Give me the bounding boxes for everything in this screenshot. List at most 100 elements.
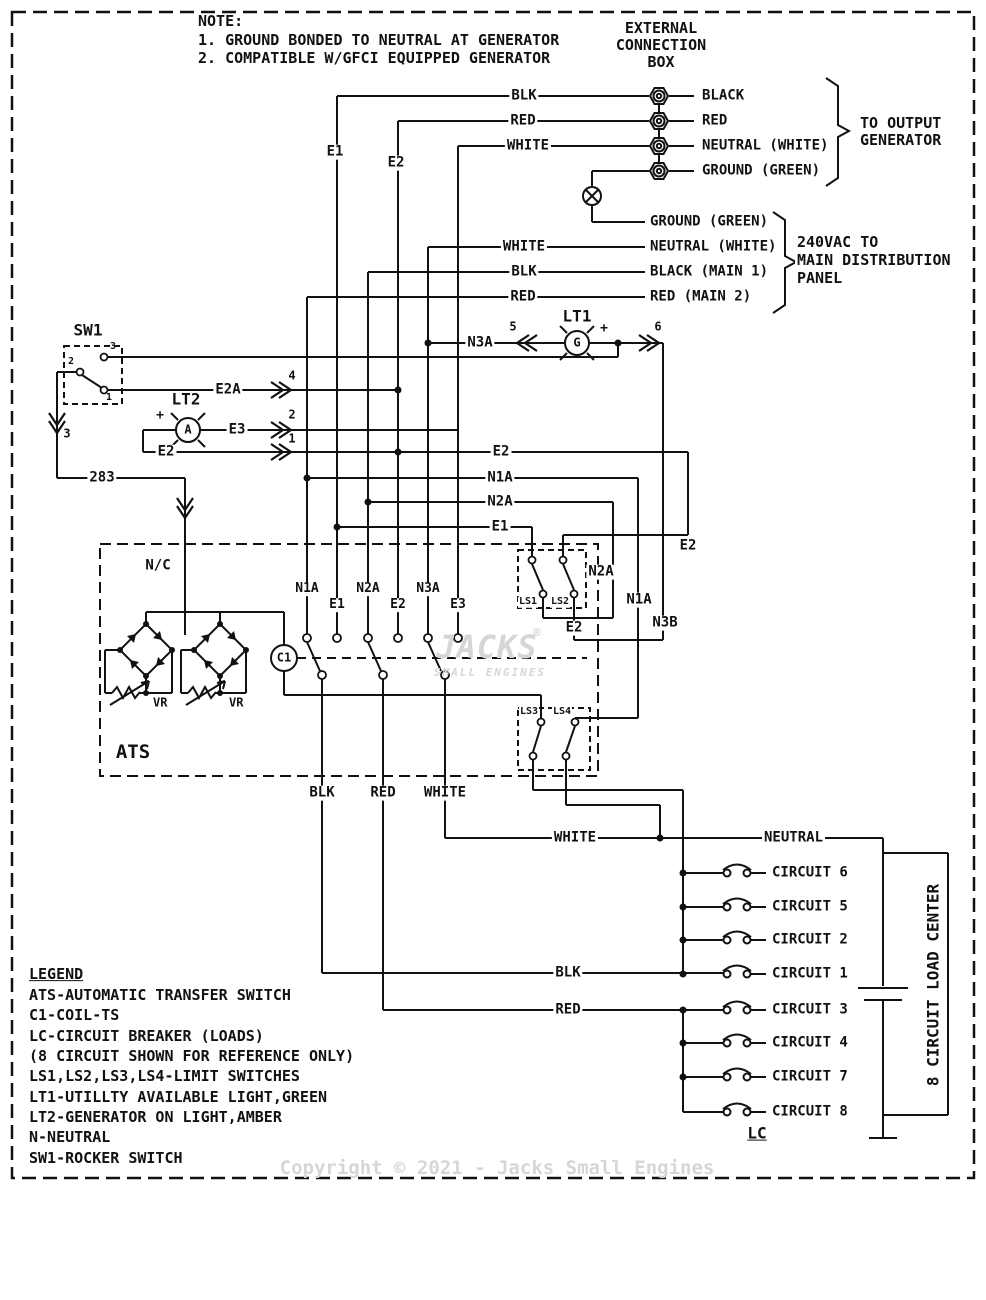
sw1-pin-1: 1 [105, 391, 113, 403]
row-tag-e1: E1 [489, 518, 511, 535]
lt1-plus: + [600, 321, 608, 337]
varistor-vr1 [109, 680, 150, 706]
sw1-pin-2: 2 [67, 355, 75, 367]
ls3-label: LS3 [518, 705, 540, 718]
ls-tag-e2: E2 [563, 619, 585, 636]
varistor-vr2 [185, 680, 226, 706]
arrow-1-number: 1 [288, 431, 296, 446]
contact-tag-n3a: N3A [414, 581, 442, 597]
col-tag-n1a: N1A [624, 591, 654, 608]
panel-terminal-ground: GROUND (GREEN) [648, 213, 771, 230]
wire-runs-bottom [307, 477, 949, 1139]
gen-wire-blk: BLK [509, 87, 539, 104]
circuit-6-label: CIRCUIT 6 [770, 864, 850, 881]
circuit-1-label: CIRCUIT 1 [770, 965, 850, 982]
legend-item-lt1: LT1-UTILLTY AVAILABLE LIGHT,GREEN [27, 1088, 330, 1107]
contact-tag-e3: E3 [448, 597, 468, 613]
legend-item-ls: LS1,LS2,LS3,LS4-LIMIT SWITCHES [27, 1067, 302, 1086]
panel-wire-red: RED [508, 288, 538, 305]
ls2-label: LS2 [549, 595, 571, 608]
bus-tag-e2-top: E2 [385, 154, 407, 171]
legend-item-lc: LC-CIRCUIT BREAKER (LOADS) [27, 1027, 266, 1046]
gen-terminal-ground: GROUND (GREEN) [700, 162, 823, 179]
copyright-watermark: Copyright © 2021 - Jacks Small Engines [279, 1157, 715, 1180]
ls4-label: LS4 [551, 705, 573, 718]
panel-label-3: PANEL [795, 269, 845, 288]
gen-terminal-neutral: NEUTRAL (WHITE) [700, 137, 831, 154]
jacks-logo-sub-watermark: SMALL ENGINES [433, 666, 547, 680]
vr1-label: VR [152, 695, 169, 710]
legend-title: LEGEND [27, 965, 86, 984]
bridge-rectifier-2 [192, 622, 248, 678]
junction-dots [143, 339, 687, 1081]
wire-tag-e3: E3 [226, 421, 248, 438]
gen-wire-white: WHITE [504, 137, 552, 154]
circuit-8-label: CIRCUIT 8 [770, 1103, 850, 1120]
contact-tag-e1: E1 [327, 597, 347, 613]
row-tag-n2a: N2A [485, 493, 515, 510]
arrow-3-number: 3 [63, 426, 71, 441]
circuit-3-label: CIRCUIT 3 [770, 1001, 850, 1018]
external-box-line-1: EXTERNAL [622, 19, 700, 38]
sw1-box [63, 345, 123, 405]
col-tag-n2a: N2A [586, 563, 616, 580]
legend-item-ref: (8 CIRCUIT SHOWN FOR REFERENCE ONLY) [27, 1047, 357, 1066]
sw1-pin-3: 3 [109, 340, 117, 352]
wire-tag-e2-lt2: E2 [155, 443, 177, 460]
circuit-wire-red: RED [553, 1001, 583, 1018]
to-output-generator-1: TO OUTPUT [858, 114, 944, 133]
legend-item-c1: C1-COIL-TS [27, 1006, 122, 1025]
panel-label-1: 240VAC TO [795, 233, 881, 252]
lt1-lamp-icon [559, 325, 595, 361]
bridge-rectifier-1 [118, 622, 174, 678]
external-box-line-2: CONNECTION [613, 36, 709, 55]
ground-bond-icon [582, 186, 602, 206]
lt2-lamp-icon [170, 412, 206, 448]
contact-tag-e2: E2 [388, 597, 408, 613]
note-line-2: 2. COMPATIBLE W/GFCI EQUIPPED GENERATOR [196, 49, 553, 68]
row-tag-n1a: N1A [485, 469, 515, 486]
lt1-label: LT1 [560, 306, 594, 326]
wire-tag-n3a: N3A [465, 334, 495, 351]
jacks-logo-watermark: JACKS [436, 628, 538, 667]
diagram-border [10, 10, 976, 1180]
lt2-lamp-letter: A [184, 422, 192, 437]
external-box-line-3: BOX [645, 53, 677, 72]
sw1-label: SW1 [71, 320, 105, 340]
c1-coil-icon [270, 644, 298, 672]
row-tag-e2: E2 [490, 443, 512, 460]
col-tag-e2: E2 [677, 537, 699, 554]
lt1-arrow-6: 6 [654, 319, 662, 334]
arrow-4-number: 4 [288, 368, 296, 383]
circuit-4-label: CIRCUIT 4 [770, 1034, 850, 1051]
panel-terminal-main2: RED (MAIN 2) [648, 288, 754, 305]
circuit-7-label: CIRCUIT 7 [770, 1068, 850, 1085]
note-title: NOTE: [196, 12, 246, 31]
legend-item-lt2: LT2-GENERATOR ON LIGHT,AMBER [27, 1108, 284, 1127]
bridge-diodes [127, 631, 239, 669]
vr2-label: VR [228, 695, 245, 710]
neutral-wire-white: WHITE [551, 829, 599, 846]
chevron-arrows [48, 334, 661, 520]
panel-wire-blk: BLK [509, 263, 539, 280]
lt2-label: LT2 [169, 389, 203, 409]
lc-label: LC [745, 1123, 769, 1143]
wire-tag-e2a: E2A [213, 381, 243, 398]
brace-main-panel [772, 211, 799, 314]
circuit-wire-blk: BLK [553, 964, 583, 981]
ats-label: ATS [113, 741, 153, 764]
switch-blades [81, 374, 576, 753]
wire-runs-top [306, 95, 694, 634]
ats-nc-label: N/C [143, 557, 173, 574]
gen-wire-red: RED [508, 112, 538, 129]
load-center-side-label: 8 CIRCUIT LOAD CENTER [923, 881, 943, 1089]
arrow-2-number: 2 [288, 407, 296, 422]
to-output-generator-2: GENERATOR [858, 131, 944, 150]
ats-box [99, 543, 599, 777]
neutral-label: NEUTRAL [762, 829, 826, 846]
wire-tag-283: 283 [87, 469, 117, 486]
c1-coil-label: C1 [276, 650, 292, 665]
panel-terminal-main1: BLACK (MAIN 1) [648, 263, 771, 280]
